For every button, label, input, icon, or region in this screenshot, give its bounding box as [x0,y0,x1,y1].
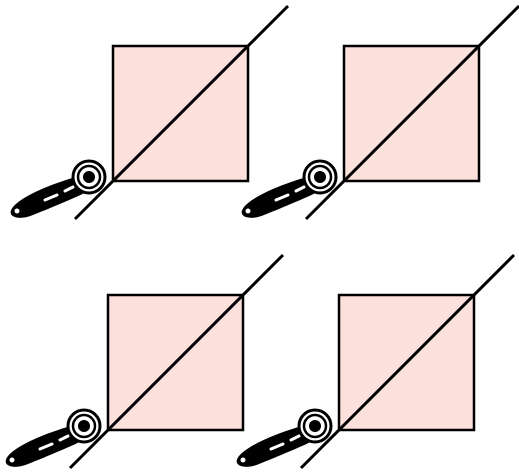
handle-slot [43,193,59,202]
cutter-wheel-hub [78,420,90,432]
cutter-handle [236,422,319,467]
cutter-wheel-hub [314,171,326,183]
panel-bottom-right [236,253,516,470]
panel-bottom-left [5,253,285,470]
handle-hole [9,457,15,463]
handle-slot [269,442,285,451]
diagonal-cut-line [68,253,285,470]
panel-top-left [10,4,290,221]
handle-hole [14,208,20,214]
diagonal-cut-line [299,253,516,470]
panel-top-right [241,4,519,221]
cutter-handle [241,173,324,218]
handle-slot [38,442,54,451]
rotary-cutter-icon [236,408,333,467]
handle-hole [240,457,246,463]
cutter-wheel-hub [83,171,95,183]
handle-slot [289,434,301,442]
diagonal-cut-line [304,4,519,221]
rotary-cutter-icon [241,159,338,218]
handle-slot [294,185,306,193]
handle-slot [58,434,70,442]
cutter-handle [10,173,93,218]
cutter-handle [5,422,88,467]
rotary-cutter-icon [5,408,102,467]
rotary-cutter-icon [10,159,107,218]
handle-hole [245,208,251,214]
cutter-wheel-hub [309,420,321,432]
handle-slot [63,185,75,193]
diagonal-cut-line [73,4,290,221]
handle-slot [274,193,290,202]
